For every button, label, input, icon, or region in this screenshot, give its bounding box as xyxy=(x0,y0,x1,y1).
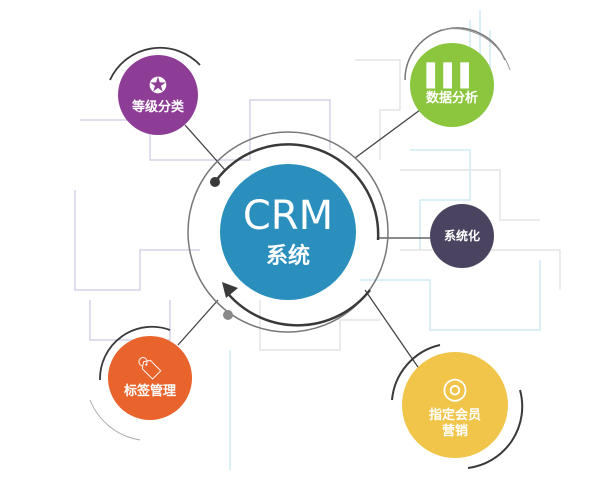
crm-center-node: CRM 系统 xyxy=(220,164,356,300)
node-member-marketing: ◎ 指定会员 营销 xyxy=(402,352,508,458)
node-tag-management: 🏷 标签管理 xyxy=(108,336,192,420)
target-arrow-icon: ◎ xyxy=(441,371,469,406)
bar-chart-icon: ▌▌▌ xyxy=(426,64,478,89)
ring-arrow-top xyxy=(213,143,380,241)
ring-arrow-bottom xyxy=(224,289,371,327)
tag-icon: 🏷 xyxy=(136,357,164,382)
node-systemization: 系统化 xyxy=(430,204,494,268)
node-label: 等级分类 xyxy=(131,100,184,115)
center-title: CRM xyxy=(242,193,334,239)
center-subtitle: 系统 xyxy=(265,244,310,269)
node-label: 标签管理 xyxy=(123,384,176,399)
outer-ring xyxy=(187,131,389,333)
arrowhead-icon xyxy=(222,282,238,298)
node-label: 指定会员 xyxy=(428,408,481,423)
node-level-classification: ✪ 等级分类 xyxy=(118,55,198,135)
node-label: 数据分析 xyxy=(425,91,478,106)
node-label: 系统化 xyxy=(443,229,480,243)
node-data-analysis: ▌▌▌ 数据分析 xyxy=(410,43,494,127)
connector-lines xyxy=(177,109,430,371)
node-label-line2: 营销 xyxy=(441,424,468,439)
award-ribbon-icon: ✪ xyxy=(148,74,168,99)
